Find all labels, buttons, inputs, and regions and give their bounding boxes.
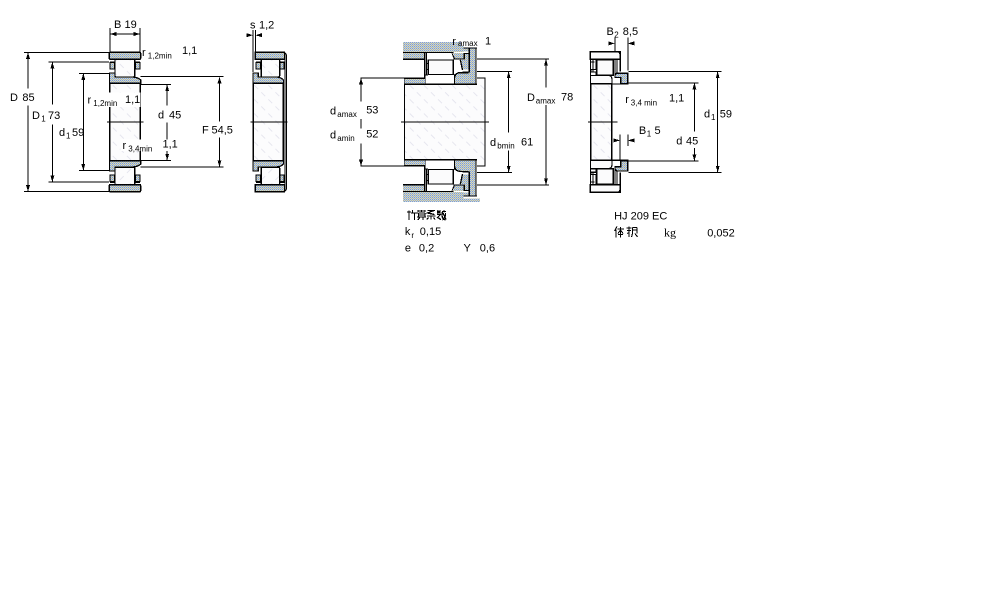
svg-text:HJ 209 EC: HJ 209 EC: [614, 210, 667, 222]
svg-text:45: 45: [686, 135, 698, 147]
svg-text:r: r: [625, 94, 629, 106]
svg-text:45: 45: [169, 110, 181, 122]
svg-text:r: r: [411, 231, 414, 240]
svg-text:3,4 min: 3,4 min: [631, 99, 657, 108]
svg-text:61: 61: [521, 137, 533, 149]
svg-text:e: e: [405, 243, 411, 255]
svg-text:1,2: 1,2: [259, 20, 274, 32]
svg-text:59: 59: [72, 127, 84, 139]
svg-text:0,2: 0,2: [419, 243, 434, 255]
svg-text:5: 5: [655, 125, 661, 137]
svg-text:r: r: [123, 140, 127, 152]
svg-text:1: 1: [711, 113, 716, 122]
svg-text:d: d: [676, 135, 682, 147]
svg-text:D: D: [527, 92, 535, 104]
svg-text:B: B: [639, 125, 646, 137]
svg-text:D: D: [10, 92, 18, 104]
svg-text:kg: kg: [664, 226, 676, 240]
svg-text:1: 1: [41, 115, 46, 124]
svg-text:Y: Y: [464, 243, 472, 255]
svg-text:73: 73: [48, 110, 60, 122]
svg-text:bmin: bmin: [497, 142, 514, 151]
svg-text:53: 53: [366, 105, 378, 117]
svg-text:r: r: [88, 95, 92, 107]
svg-text:52: 52: [366, 129, 378, 141]
svg-text:F: F: [202, 125, 209, 137]
svg-text:r: r: [142, 47, 146, 59]
svg-text:1: 1: [647, 130, 652, 139]
svg-text:amax: amax: [337, 110, 357, 119]
svg-text:54,5: 54,5: [212, 125, 233, 137]
svg-text:1,1: 1,1: [182, 45, 197, 57]
svg-text:8,5: 8,5: [623, 26, 638, 38]
svg-text:1,1: 1,1: [163, 139, 178, 151]
svg-text:amax: amax: [536, 97, 556, 106]
svg-text:amin: amin: [337, 134, 354, 143]
svg-text:k: k: [405, 226, 411, 238]
svg-text:D: D: [32, 110, 40, 122]
svg-text:0,052: 0,052: [707, 227, 735, 239]
svg-text:59: 59: [720, 109, 732, 121]
svg-text:2: 2: [614, 31, 619, 40]
svg-text:1,2min: 1,2min: [93, 99, 117, 108]
svg-text:d: d: [330, 106, 336, 118]
svg-text:3,4min: 3,4min: [128, 145, 152, 154]
svg-text:r: r: [452, 36, 456, 48]
svg-text:d: d: [330, 130, 336, 142]
svg-text:d: d: [59, 127, 65, 139]
svg-text:d: d: [704, 109, 710, 121]
svg-text:1: 1: [485, 36, 491, 48]
svg-text:1,2min: 1,2min: [148, 52, 172, 61]
svg-text:19: 19: [125, 19, 137, 31]
svg-text:amax: amax: [458, 39, 478, 48]
svg-text:78: 78: [561, 92, 573, 104]
svg-text:1: 1: [66, 132, 71, 141]
svg-text:1,1: 1,1: [669, 93, 684, 105]
svg-text:s: s: [250, 20, 256, 32]
svg-text:d: d: [158, 110, 164, 122]
svg-text:0,6: 0,6: [480, 243, 495, 255]
svg-text:d: d: [490, 137, 496, 149]
svg-text:B: B: [114, 19, 121, 31]
svg-text:85: 85: [22, 92, 34, 104]
svg-text:B: B: [607, 26, 614, 38]
svg-text:0,15: 0,15: [420, 226, 441, 238]
svg-text:1,1: 1,1: [125, 94, 140, 106]
